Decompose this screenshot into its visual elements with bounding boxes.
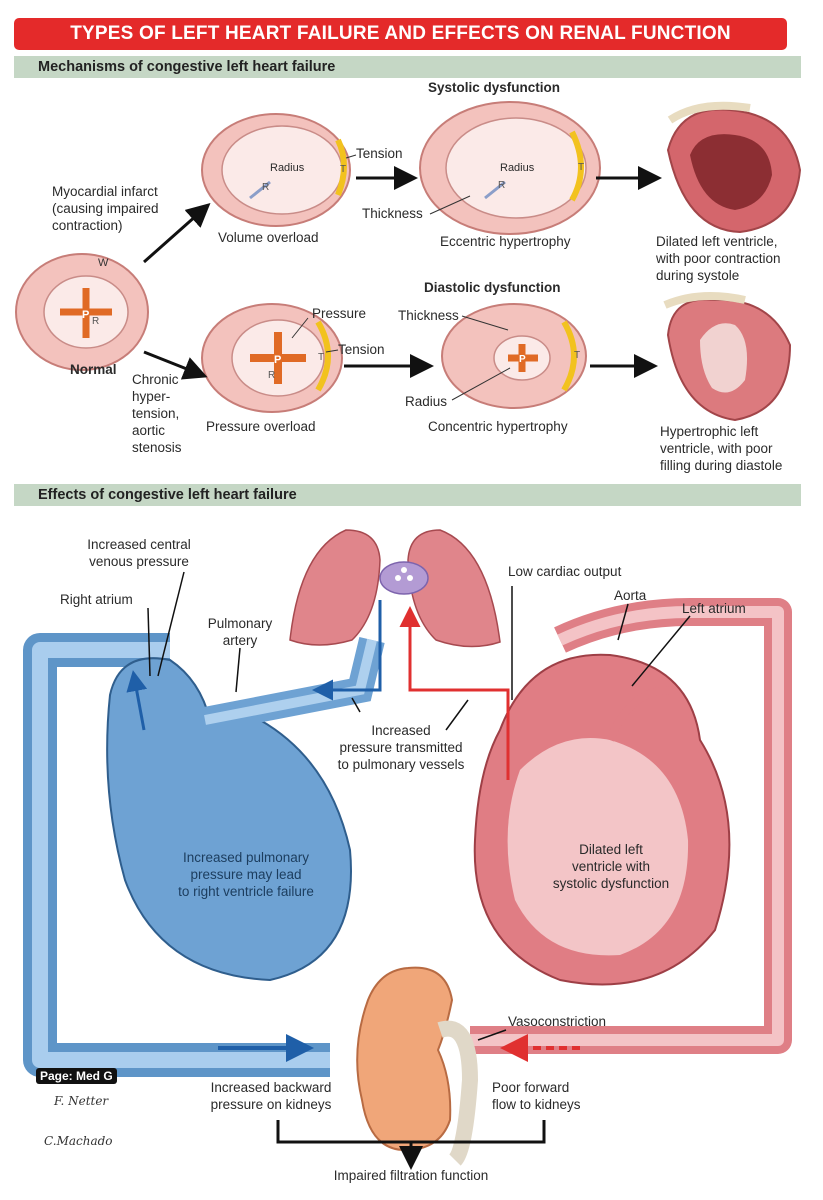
eccentric-hypertrophy-ventricle: R T	[419, 101, 601, 235]
aorta-label: Aorta	[614, 588, 647, 603]
normal-w-letter: W	[98, 257, 109, 269]
htn-cause-line1: Chronic	[132, 372, 179, 387]
volume-t-letter: T	[340, 164, 346, 175]
lungs-illustration	[289, 529, 501, 648]
right-atrium-flow-arrow	[126, 670, 148, 731]
cvp-line1: Increased central	[87, 537, 191, 552]
pressure-label: Pressure	[312, 306, 367, 321]
left-heart-illustration	[473, 653, 731, 986]
forward-flow-line1: Poor forward	[492, 1080, 570, 1095]
pressure-tension-label: Tension	[338, 342, 385, 357]
vasoconstriction-label: Vasoconstriction	[508, 1014, 607, 1029]
htn-cause-line2: hyper-	[132, 389, 171, 404]
concentric-t-letter: T	[574, 350, 580, 361]
eccentric-thickness-label: Thickness	[362, 206, 423, 221]
rv-failure-line3: to right ventricle failure	[178, 884, 314, 899]
pressure-r-letter: R	[268, 370, 275, 381]
concentric-radius-label: Radius	[405, 394, 448, 409]
pulmonary-artery-line2: artery	[222, 633, 258, 648]
concentric-thickness-label: Thickness	[398, 308, 459, 323]
normal-p-letter: P	[82, 309, 89, 321]
volume-radius-label: Radius	[270, 162, 305, 174]
dilated-lv-illustration	[666, 101, 802, 234]
right-atrium-label: Right atrium	[60, 592, 133, 607]
pressure-tension-arrow	[315, 320, 331, 392]
kidney-illustration	[356, 966, 479, 1166]
rv-failure-line2: pressure may lead	[190, 867, 302, 882]
artist-signature-machado: C.Machado	[44, 1134, 113, 1148]
htn-cause-line5: stenosis	[132, 440, 182, 455]
dilated-lv-line1: Dilated left ventricle,	[656, 234, 778, 249]
mi-cause-line2: (causing impaired	[52, 201, 159, 216]
normal-label: Normal	[70, 362, 117, 377]
cvp-line2: venous pressure	[89, 554, 189, 569]
arrow-normal-to-volume	[143, 203, 211, 264]
transmitted-line3: to pulmonary vessels	[337, 757, 465, 772]
lv-dysfunction-line2: ventricle with	[571, 859, 651, 874]
normal-r-letter: R	[92, 316, 99, 327]
forward-flow-line2: flow to kidneys	[492, 1097, 581, 1112]
impaired-filtration-label: Impaired filtration function	[333, 1168, 489, 1183]
systolic-heading: Systolic dysfunction	[428, 80, 561, 95]
artist-signature-netter: F. Netter	[54, 1094, 109, 1108]
concentric-tension-arrow	[561, 320, 577, 392]
hypertrophic-lv-line2: ventricle, with poor	[660, 441, 773, 456]
increased-pressure-arrow	[312, 600, 382, 701]
pressure-p-letter: P	[274, 354, 281, 366]
dilated-lv-line2: with poor contraction	[656, 251, 781, 266]
eccentric-radius-label: Radius	[500, 162, 535, 174]
dilated-lv-line3: during systole	[656, 268, 740, 283]
hypertrophic-lv-line3: filling during diastole	[660, 458, 783, 473]
lv-dysfunction-line1: Dilated left	[579, 842, 643, 857]
volume-overload-label: Volume overload	[218, 230, 319, 245]
eccentric-t-letter: T	[578, 162, 584, 173]
main-title: TYPES OF LEFT HEART FAILURE AND EFFECTS …	[14, 18, 787, 50]
concentric-hypertrophy-label: Concentric hypertrophy	[428, 419, 568, 434]
volume-tension-arrow	[335, 138, 347, 197]
mi-cause-line3: contraction)	[52, 218, 123, 233]
transmitted-line1: Increased	[371, 723, 431, 738]
section-effects-header: Effects of congestive left heart failure	[14, 484, 801, 506]
volume-r-letter: R	[262, 182, 269, 193]
eccentric-r-letter: R	[498, 180, 505, 191]
transmitted-line2: pressure transmitted	[339, 740, 463, 755]
volume-overload-ventricle: R T	[201, 113, 351, 227]
concentric-hypertrophy-ventricle: P T	[441, 303, 587, 409]
concentric-p-letter: P	[519, 354, 526, 365]
pulmonary-artery-line1: Pulmonary	[207, 616, 273, 631]
eccentric-hypertrophy-label: Eccentric hypertrophy	[440, 234, 571, 249]
diastolic-heading: Diastolic dysfunction	[424, 280, 561, 295]
backward-pressure-line2: pressure on kidneys	[210, 1097, 332, 1112]
left-atrium-label: Left atrium	[682, 601, 746, 616]
arrow-normal-to-pressure	[143, 350, 208, 380]
volume-tension-label: Tension	[356, 146, 403, 161]
htn-cause-line3: tension,	[132, 406, 180, 421]
section-mechanisms-header: Mechanisms of congestive left heart fail…	[14, 56, 801, 78]
htn-cause-line4: aortic	[132, 423, 166, 438]
pressure-t-letter: T	[318, 352, 324, 363]
hypertrophic-lv-line1: Hypertrophic left	[660, 424, 759, 439]
normal-ventricle: P W R	[15, 253, 149, 371]
lv-dysfunction-line3: systolic dysfunction	[552, 876, 670, 891]
low-cardiac-output-label: Low cardiac output	[508, 564, 622, 579]
mi-cause-line1: Myocardial infarct	[52, 184, 158, 199]
pressure-overload-label: Pressure overload	[206, 419, 316, 434]
page-tag: Page: Med G	[36, 1068, 117, 1084]
backward-pressure-line1: Increased backward	[210, 1080, 332, 1095]
rv-failure-line1: Increased pulmonary	[182, 850, 310, 865]
eccentric-tension-arrow	[569, 130, 584, 202]
hypertrophic-lv-illustration	[663, 292, 792, 422]
